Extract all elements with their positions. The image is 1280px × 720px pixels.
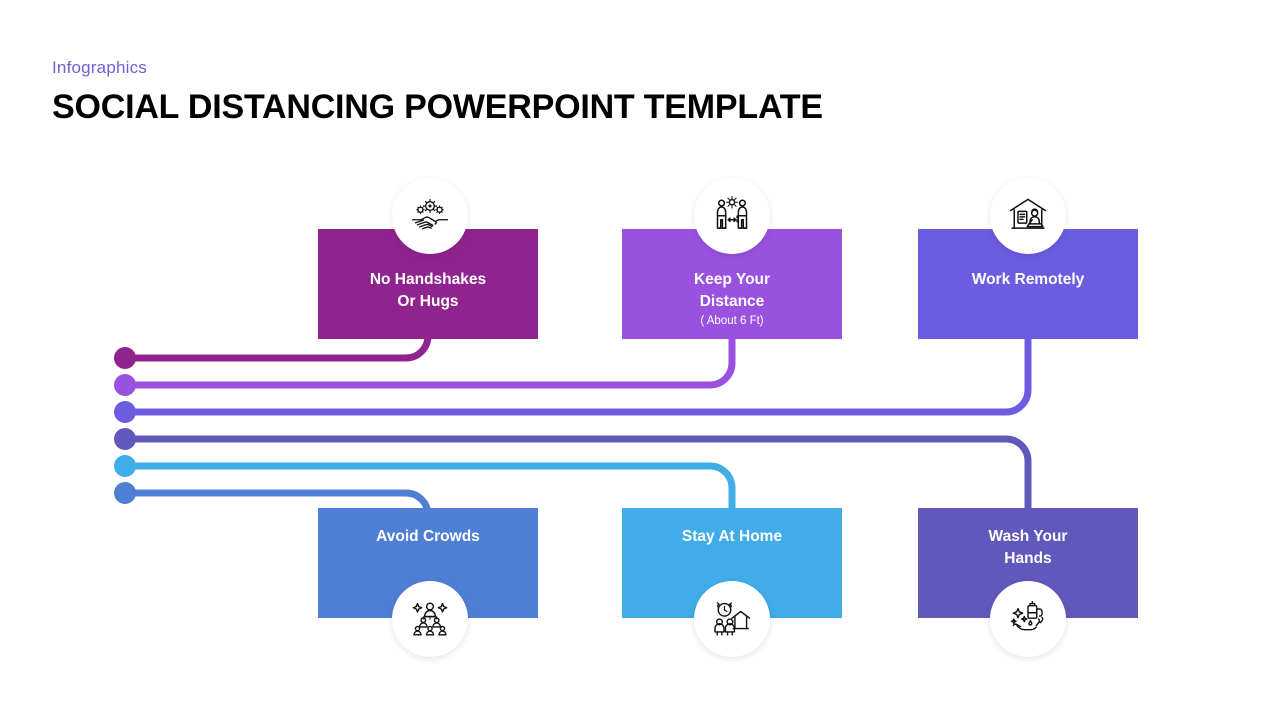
two-people-distance-icon bbox=[716, 196, 748, 229]
connector-work-remotely bbox=[114, 339, 1032, 423]
connector-dot bbox=[114, 401, 136, 423]
connector-dot bbox=[114, 428, 136, 450]
page-title: SOCIAL DISTANCING POWERPOINT TEMPLATE bbox=[52, 88, 823, 126]
card-title: No Handshakes Or Hugs bbox=[369, 271, 487, 311]
card-subtitle: ( About 6 Ft) bbox=[700, 314, 764, 327]
handshake-virus-icon bbox=[411, 198, 449, 230]
icon-bubble-work-remotely bbox=[990, 178, 1066, 254]
icon-bubble-avoid-crowds bbox=[392, 581, 468, 657]
connector-path bbox=[125, 339, 1032, 416]
house-laptop-worker-icon bbox=[1009, 198, 1047, 229]
icon-bubble-wash-your-hands bbox=[990, 581, 1066, 657]
connector-path bbox=[125, 435, 1032, 508]
connector-path bbox=[125, 339, 736, 389]
card-title: Keep Your Distance bbox=[693, 271, 771, 311]
connector-keep-distance bbox=[114, 339, 736, 396]
card-title: Stay At Home bbox=[681, 528, 783, 545]
connector-no-handshakes bbox=[114, 335, 432, 369]
connector-dot bbox=[114, 374, 136, 396]
wash-hands-soap-icon bbox=[1010, 600, 1044, 631]
connector-dot bbox=[114, 455, 136, 477]
eyebrow-label: Infographics bbox=[52, 58, 148, 77]
icon-bubble-stay-at-home bbox=[694, 581, 770, 657]
connector-path bbox=[125, 462, 736, 508]
family-home-clock-icon bbox=[714, 602, 751, 636]
connector-stay-at-home bbox=[114, 455, 736, 508]
card-title: Avoid Crowds bbox=[376, 528, 480, 545]
card-keep-your-distance[interactable]: Keep Your Distance ( About 6 Ft) bbox=[622, 229, 842, 339]
connector-dot bbox=[114, 482, 136, 504]
connector-wash-hands bbox=[114, 428, 1032, 508]
card-title: Work Remotely bbox=[971, 271, 1085, 288]
connector-path bbox=[125, 335, 432, 362]
icon-bubble-no-handshakes-or-hugs bbox=[392, 178, 468, 254]
crowd-people-icon bbox=[412, 602, 448, 636]
icon-bubble-keep-your-distance bbox=[694, 178, 770, 254]
connector-dot bbox=[114, 347, 136, 369]
card-title: Wash Your Hands bbox=[988, 528, 1068, 568]
